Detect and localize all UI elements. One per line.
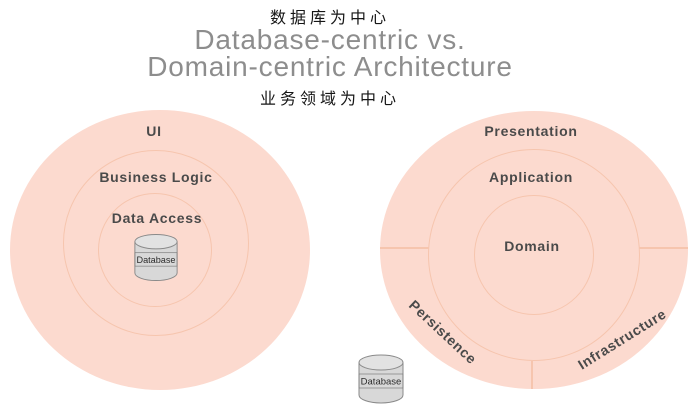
layer-label-application: Application [489, 169, 573, 185]
page-title-line2: Domain-centric Architecture [147, 50, 513, 82]
page-title-line1: Database-centric vs. [194, 24, 466, 55]
layer-label-data-access: Data Access [111, 210, 203, 226]
database-label: Database [137, 255, 176, 265]
page-title: Database-centric vs. Domain-centric Arch… [0, 24, 660, 82]
ring-application [428, 149, 640, 361]
layer-label-presentation: Presentation [484, 123, 578, 139]
sector-divider-bottom [531, 361, 533, 389]
database-label: Database [361, 377, 402, 388]
database-cylinder-icon: Database [358, 354, 404, 404]
ring-business-logic [63, 150, 249, 336]
layer-label-ui: UI [146, 123, 162, 139]
database-centric-label-cn: 数据库为中心 [269, 10, 390, 27]
ring-data-access [98, 193, 212, 307]
sector-divider-left [380, 247, 429, 249]
layer-label-domain: Domain [504, 238, 560, 254]
domain-centric-label-cn: 业务领域为中心 [259, 91, 400, 108]
sector-divider-right [639, 247, 688, 249]
database-cylinder-icon: Database [134, 233, 178, 282]
ring-domain [474, 195, 594, 315]
layer-label-business-logic: Business Logic [99, 169, 213, 185]
